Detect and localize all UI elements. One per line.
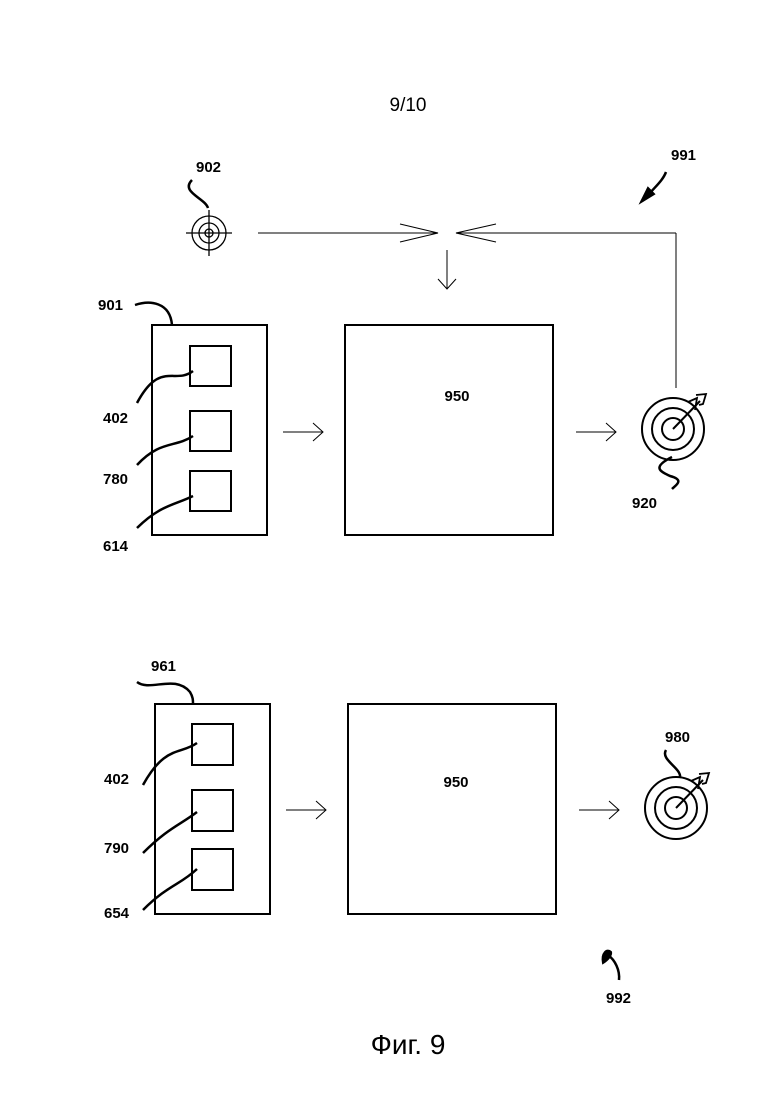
ref-label-item: 654 [104,905,130,922]
ref-label-992: 992 [606,990,631,1007]
ref-label-item: 402 [104,771,129,788]
ref-label-item: 614 [103,538,129,555]
model-box [348,704,556,914]
crosshair-icon [186,210,232,256]
leader-line-item [137,496,193,528]
input-item-box [192,790,233,831]
ref-label-991: 991 [671,147,696,164]
input-item-box [192,849,233,890]
model-label: 950 [443,774,468,791]
figure-caption: Фиг. 9 [371,1029,446,1060]
ref-label-item: 790 [104,840,129,857]
leader-line-item [143,743,197,785]
ref-label-961: 961 [151,658,176,675]
leader-line-item [143,812,197,853]
ref-label-901: 901 [98,297,123,314]
model-label: 950 [444,388,469,405]
top-diagram: 902 991 901 402 780 614 950 [98,147,706,555]
input-item-box [190,411,231,451]
bottom-diagram: 961 402 790 654 950 980 [104,658,709,1007]
leader-line-item [143,869,197,910]
leader-line-992 [608,955,619,980]
ref-label-item: 780 [103,471,128,488]
ref-label-902: 902 [196,159,221,176]
model-box [345,325,553,535]
input-item-box [190,346,231,386]
target-icon [642,394,706,460]
leader-line-980 [665,750,680,778]
ref-label-980: 980 [665,729,690,746]
leader-line-item [137,436,193,465]
leader-line-920 [659,457,678,489]
ref-label-item: 402 [103,410,128,427]
input-item-box [190,471,231,511]
page-number: 9/10 [390,95,427,116]
leader-line-901 [135,303,172,325]
leader-line-991 [650,172,666,193]
leader-line-item [137,371,193,403]
target-icon [645,773,709,839]
input-group-box [155,704,270,914]
input-group-box [152,325,267,535]
ref-label-920: 920 [632,495,657,512]
leader-line-902 [189,180,208,208]
leader-line-961 [137,682,193,704]
input-item-box [192,724,233,765]
